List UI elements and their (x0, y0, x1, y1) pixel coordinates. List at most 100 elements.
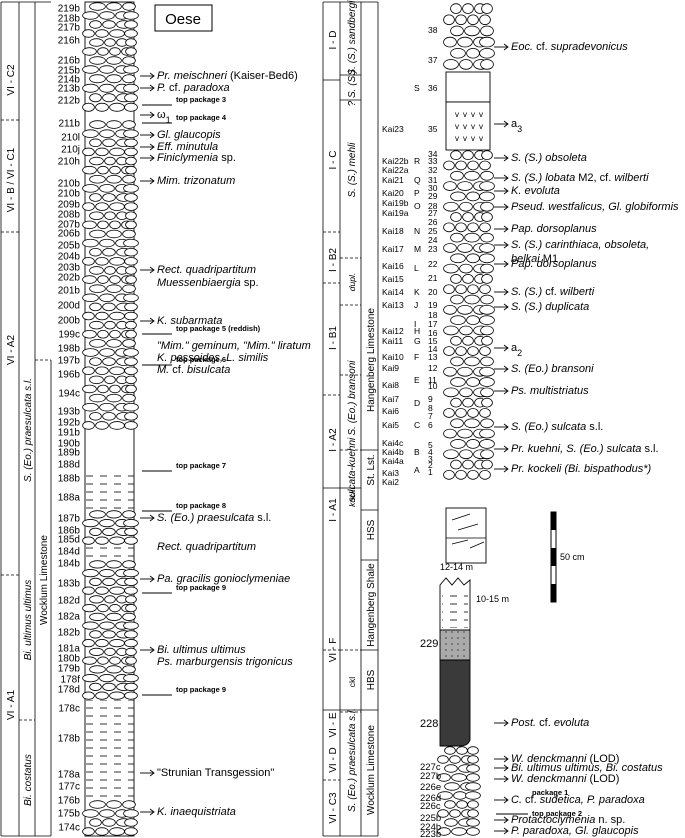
left-bed-number: 191b (58, 428, 81, 439)
right-nodular-hangenberg-limestone (443, 150, 495, 480)
left-lithology-column (82, 1, 139, 837)
right-zone-letter: H (414, 326, 420, 336)
left-bed-number: 178f (61, 675, 81, 686)
right-arrow-head (503, 775, 509, 783)
right-bed-number: 25 (428, 226, 438, 236)
right-zone-letter: L (414, 263, 419, 273)
right-zone-letter: I (414, 319, 416, 329)
left-bed-numbers: 219b218b217b216h216b215b214b213b212b211b… (58, 4, 81, 834)
right-bed-number: 23 (428, 244, 438, 254)
left-bed-number: 188a (58, 493, 81, 504)
right-arrow-head (503, 187, 509, 195)
svg-text:v: v (471, 134, 475, 143)
right-bed-number: 35 (428, 124, 438, 134)
left-bed-number: 192b (58, 418, 81, 429)
right-bed-number: 38 (428, 25, 438, 35)
left-bed-number: 174c (58, 823, 80, 834)
svg-text:v: v (455, 122, 459, 131)
right-nodular-wocklum-limestone (437, 746, 481, 836)
left-annotation-text: Mim. trizonatum (157, 175, 235, 187)
right-bed-number: 6 (428, 420, 433, 430)
right-bed-number: 36 (428, 83, 438, 93)
right-annotation-text: Post. cf. evoluta (511, 717, 589, 729)
right-bed-number: 27 (428, 208, 438, 218)
left-annotation-text: Ps. marburgensis trigonicus (157, 656, 293, 668)
left-nodular-limestone-2 (82, 74, 139, 112)
left-annotation-text: Pa. gracilis gonioclymeniae (157, 573, 290, 585)
right-annotation-text: Bi. ultimus ultimus, Bi. costatus (511, 762, 663, 774)
package-label: top package 9 (176, 583, 226, 592)
left-arrow-head (149, 317, 155, 325)
right-arrow-head (503, 43, 509, 51)
right-bed-number: 34 (428, 149, 438, 159)
right-annotation-text: Pr. kuehni, S. (Eo.) sulcata s.l. (511, 443, 659, 455)
package-label: top package 7 (176, 461, 226, 470)
right-bed-number: 19 (428, 300, 438, 310)
right-kai-label: Kai17 (382, 244, 404, 254)
left-bed-number: 196b (58, 370, 81, 381)
right-zone-letter: C (414, 420, 420, 430)
right-bed-number: 16 (428, 328, 438, 338)
right-kai-label: Kai2 (382, 477, 399, 487)
left-bed-number: 198b (58, 344, 81, 355)
section-title: Oese (165, 11, 201, 28)
left-bed-number: 184d (58, 547, 80, 558)
right-kai-label: Kai10 (382, 352, 404, 362)
right-lower-bed-number: 229 (420, 638, 438, 650)
left-bed-number: 207b (58, 220, 81, 231)
right-annotation-text: Eoc. cf. supradevonicus (511, 41, 628, 53)
svg-text:v: v (479, 122, 483, 131)
right-kai-label: Kai4a (382, 456, 404, 466)
left-bed-number: 205b (58, 241, 81, 252)
left-bed-number: 188b (58, 474, 81, 485)
right-bed-number: 4 (428, 447, 433, 457)
svg-text:v: v (479, 134, 483, 143)
right-bed-number: 18 (428, 310, 438, 320)
right-zone-letter: F (414, 352, 419, 362)
left-arrow-head (149, 808, 155, 816)
right-kai-label: Kai18 (382, 226, 404, 236)
left-bed-number: 209b (58, 200, 81, 211)
left-unit-label: Wocklum Limestone (39, 535, 50, 625)
package-label: top package 5 (reddish) (176, 324, 261, 333)
right-zone-letter: A (414, 465, 420, 475)
right-annotation-text: Pseud. westfalicus, Gl. globiformis (511, 201, 679, 213)
right-arrow-head (503, 796, 509, 804)
right-kai-label: Kai14 (382, 287, 404, 297)
right-column-frame (322, 1, 379, 837)
left-bed-number: 211b (58, 119, 80, 130)
package-label: top package 6 (176, 355, 226, 364)
right-bed-number: 14 (428, 344, 438, 354)
right-zone-label: I - B2 (328, 248, 339, 272)
left-bed-number: 212b (58, 96, 81, 107)
right-unit-label: HSS (366, 519, 377, 540)
right-kai-label: Kai4c (382, 438, 404, 448)
right-unit-label: Hangenberg Limestone (366, 308, 377, 412)
left-arrow-head (149, 143, 155, 151)
left-annotation-text: S. (Eo.) praesulcata s.l. (157, 512, 271, 524)
right-zone-label: I - C (328, 151, 339, 170)
right-annotation-text: S. (S.) lobata M2, cf. wilberti (511, 172, 649, 184)
right-kai-label: Kai22b (382, 156, 409, 166)
right-lower-bed-number: 223b (420, 829, 441, 838)
right-bed-number: 3 (428, 454, 433, 464)
svg-text:v: v (463, 110, 467, 119)
left-annotation-text: Finiclymenia sp. (157, 152, 236, 164)
left-annotations: Pr. meischneri (Kaiser-Bed6)P. cf. parad… (140, 70, 311, 818)
right-kai-label: Kai5 (382, 420, 399, 430)
right-arrow-head (503, 260, 509, 268)
right-kai-label: Kai11 (382, 336, 403, 346)
right-kai-label: Kai4b (382, 447, 404, 457)
left-annotation-text: K. subarmata (157, 315, 222, 327)
right-kai-label: Kai6 (382, 406, 399, 416)
right-annotation-text: Pr. kockeli (Bi. bispathodus*) (511, 463, 652, 475)
right-annotation-text: Ps. multistriatus (511, 385, 589, 397)
right-kai-label: Kai3 (382, 468, 399, 478)
right-hangenberg-shale-upper-pattern (442, 590, 468, 628)
right-bed-number: 7 (428, 411, 433, 421)
left-bed-number: 182d (58, 596, 80, 607)
left-arrow-head (149, 514, 155, 522)
left-arrow-head (149, 111, 155, 119)
